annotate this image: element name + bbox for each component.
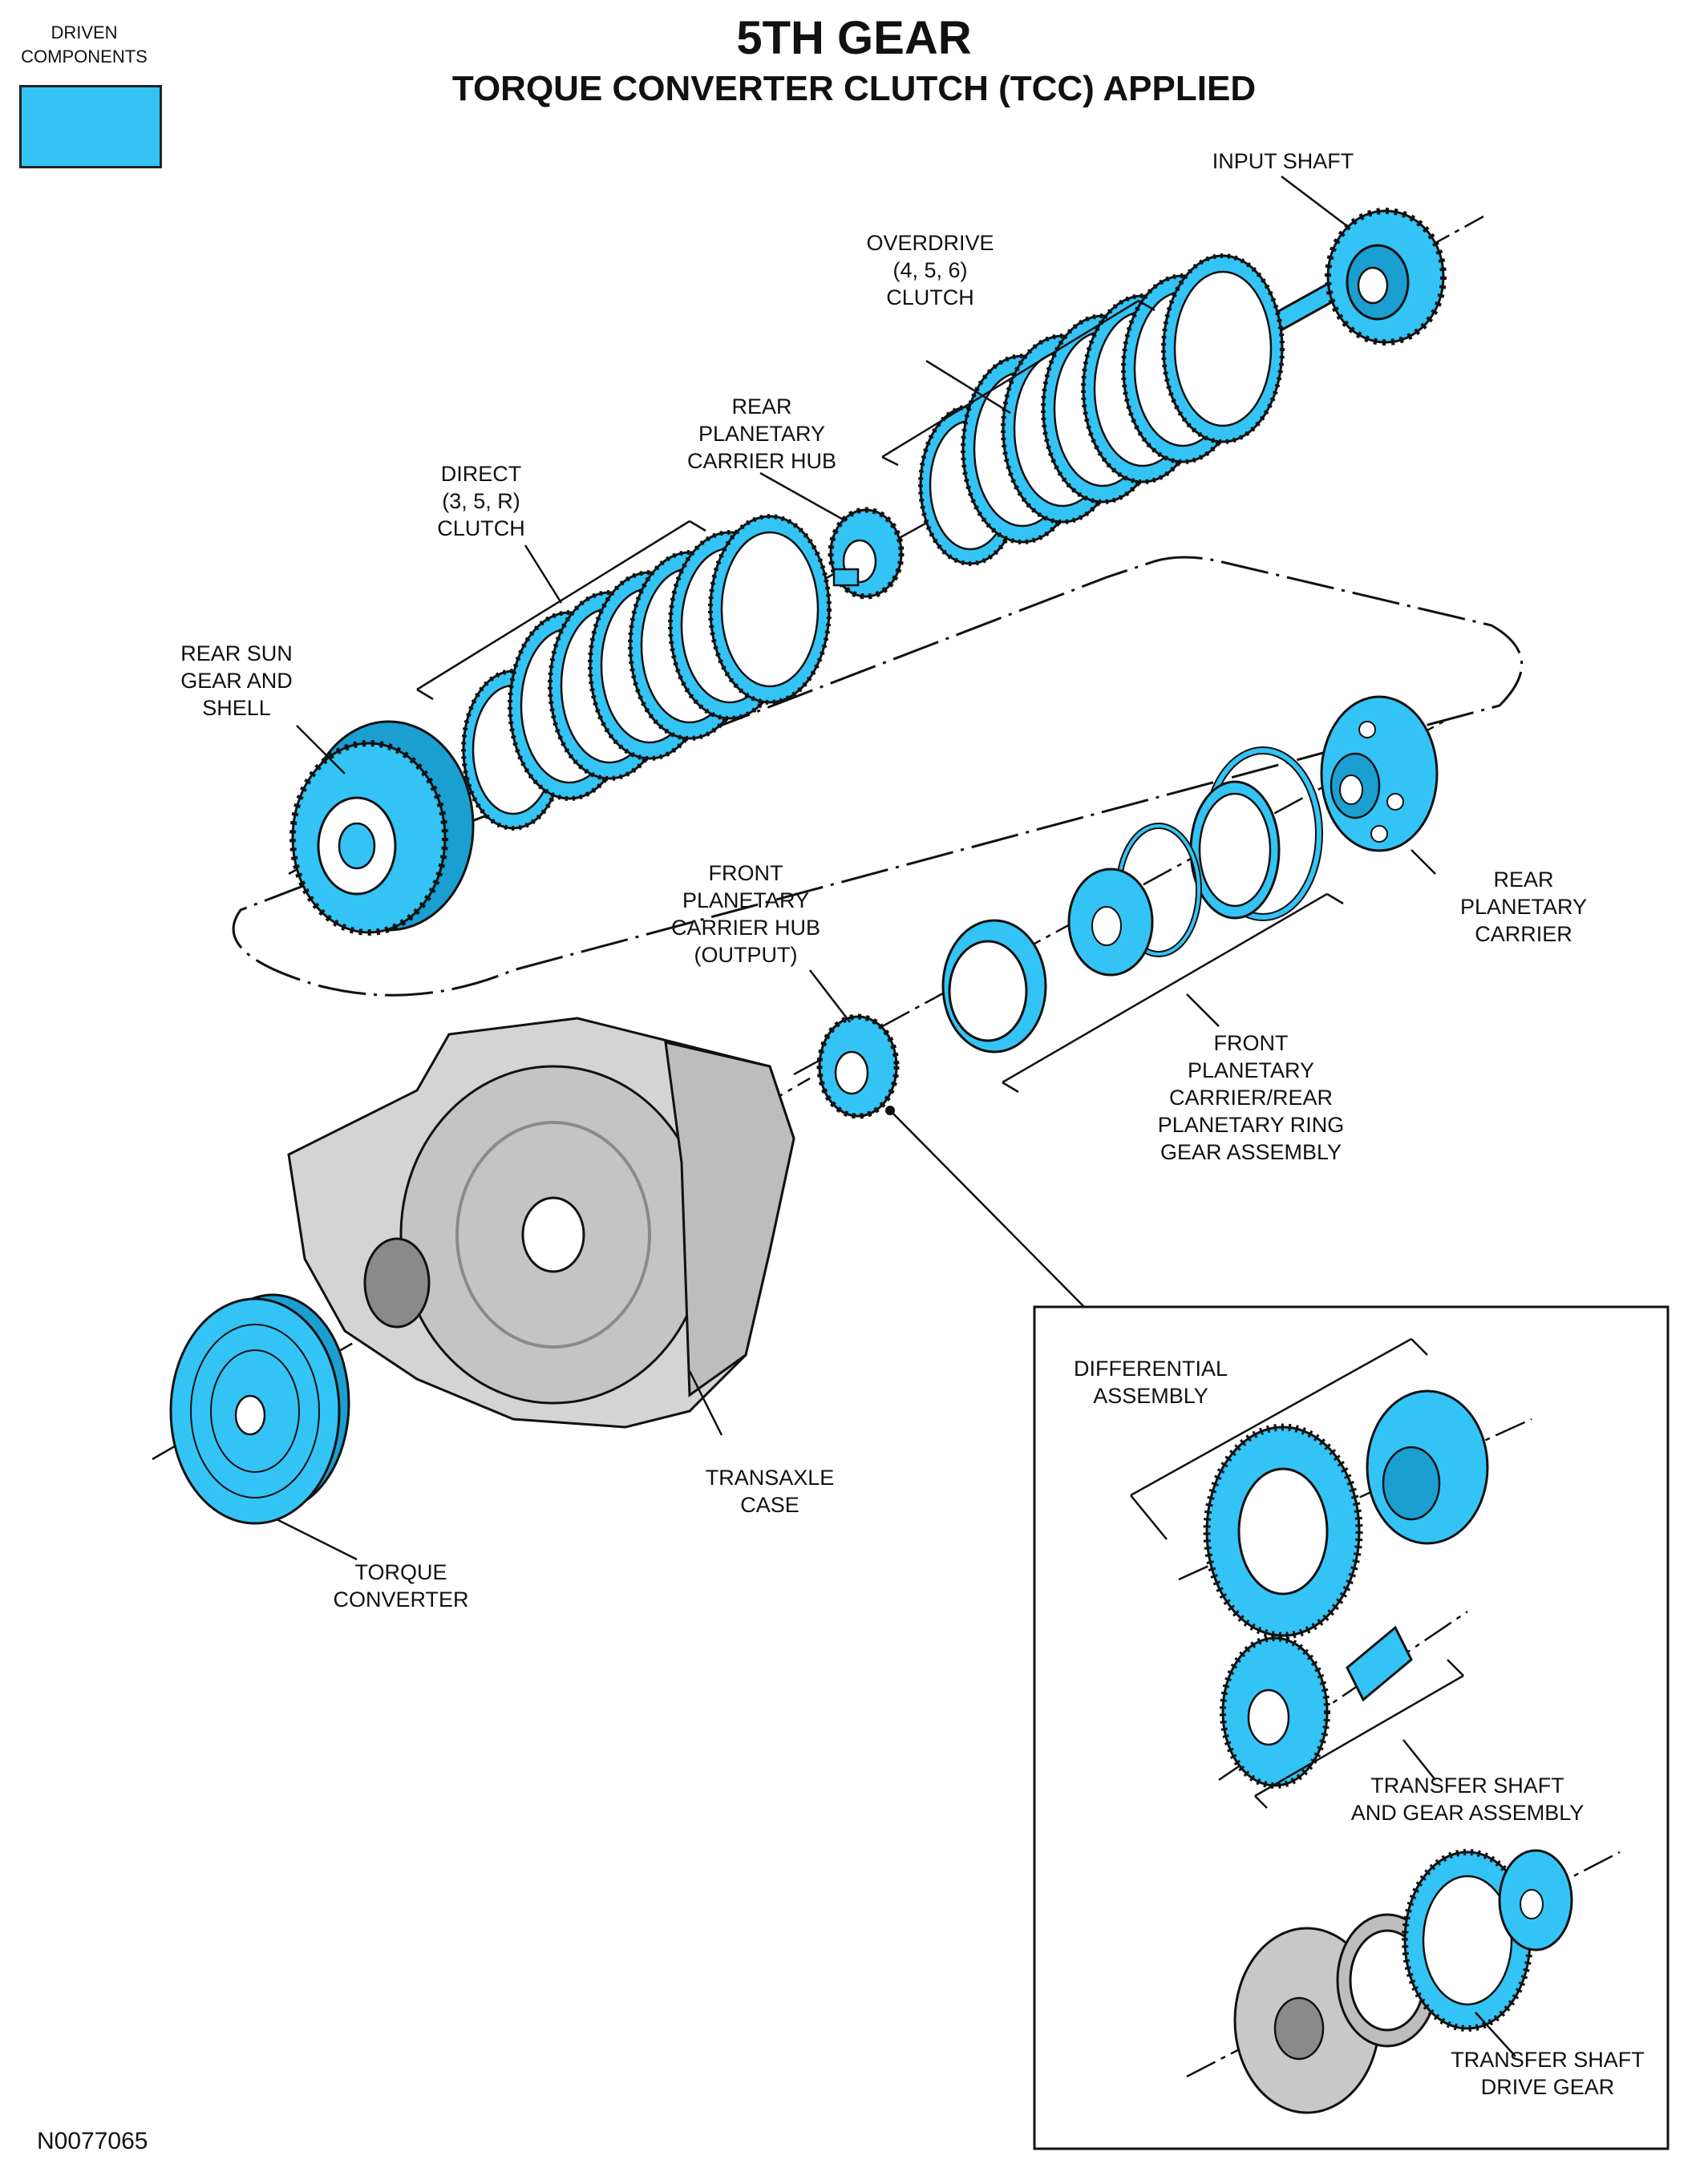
transaxle-case [287, 1017, 795, 1429]
label-transaxle-case: TRANSAXLE CASE [705, 1466, 835, 1517]
legend-label: DRIVEN COMPONENTS [21, 22, 148, 67]
direct-clutch-pack [463, 516, 829, 828]
page-title: 5TH GEAR [736, 12, 972, 64]
front-planetary-ring-gear-assembly [941, 746, 1323, 1054]
label-direct-clutch: DIRECT (3, 5, R) CLUTCH [437, 462, 525, 540]
rear-planetary-carrier [1320, 695, 1439, 852]
label-front-planetary-ring-gear: FRONT PLANETARY CARRIER/REAR PLANETARY R… [1157, 1031, 1345, 1164]
label-overdrive-clutch: OVERDRIVE (4, 5, 6) CLUTCH [866, 231, 994, 309]
rear-sun-gear-shell [289, 720, 475, 936]
page-subtitle: TORQUE CONVERTER CLUTCH (TCC) APPLIED [451, 69, 1257, 108]
torque-converter [169, 1293, 350, 1525]
label-front-planetary-carrier-hub: FRONT PLANETARY CARRIER HUB (OUTPUT) [670, 861, 821, 967]
figure-code: N0077065 [37, 2128, 148, 2154]
differential-assembly [1178, 1389, 1532, 1640]
label-rear-planetary-carrier-hub: REAR PLANETARY CARRIER HUB [686, 394, 837, 473]
label-torque-converter: TORQUE CONVERTER [333, 1560, 469, 1612]
legend-swatch-driven [19, 85, 162, 168]
label-transfer-shaft-drive-gear: TRANSFER SHAFT DRIVE GEAR [1451, 2048, 1645, 2099]
label-transfer-shaft-gear: TRANSFER SHAFT AND GEAR ASSEMBLY [1350, 1774, 1585, 1825]
label-input-shaft: INPUT SHAFT [1212, 149, 1354, 173]
transfer-shaft-gear-assembly [1218, 1610, 1468, 1789]
group-enclosure-outline [232, 556, 1523, 997]
label-rear-planetary-carrier: REAR PLANETARY CARRIER [1459, 868, 1588, 946]
rear-planetary-carrier-hub [828, 507, 905, 600]
front-planetary-carrier-hub [816, 1013, 900, 1119]
leader-lines [276, 176, 1516, 2057]
label-rear-sun-gear: REAR SUN GEAR AND SHELL [180, 641, 293, 720]
label-differential-assembly: DIFFERENTIAL ASSEMBLY [1073, 1357, 1228, 1408]
inset-box [1033, 1305, 1670, 2150]
transfer-shaft-drive-gear [1186, 1849, 1621, 2114]
